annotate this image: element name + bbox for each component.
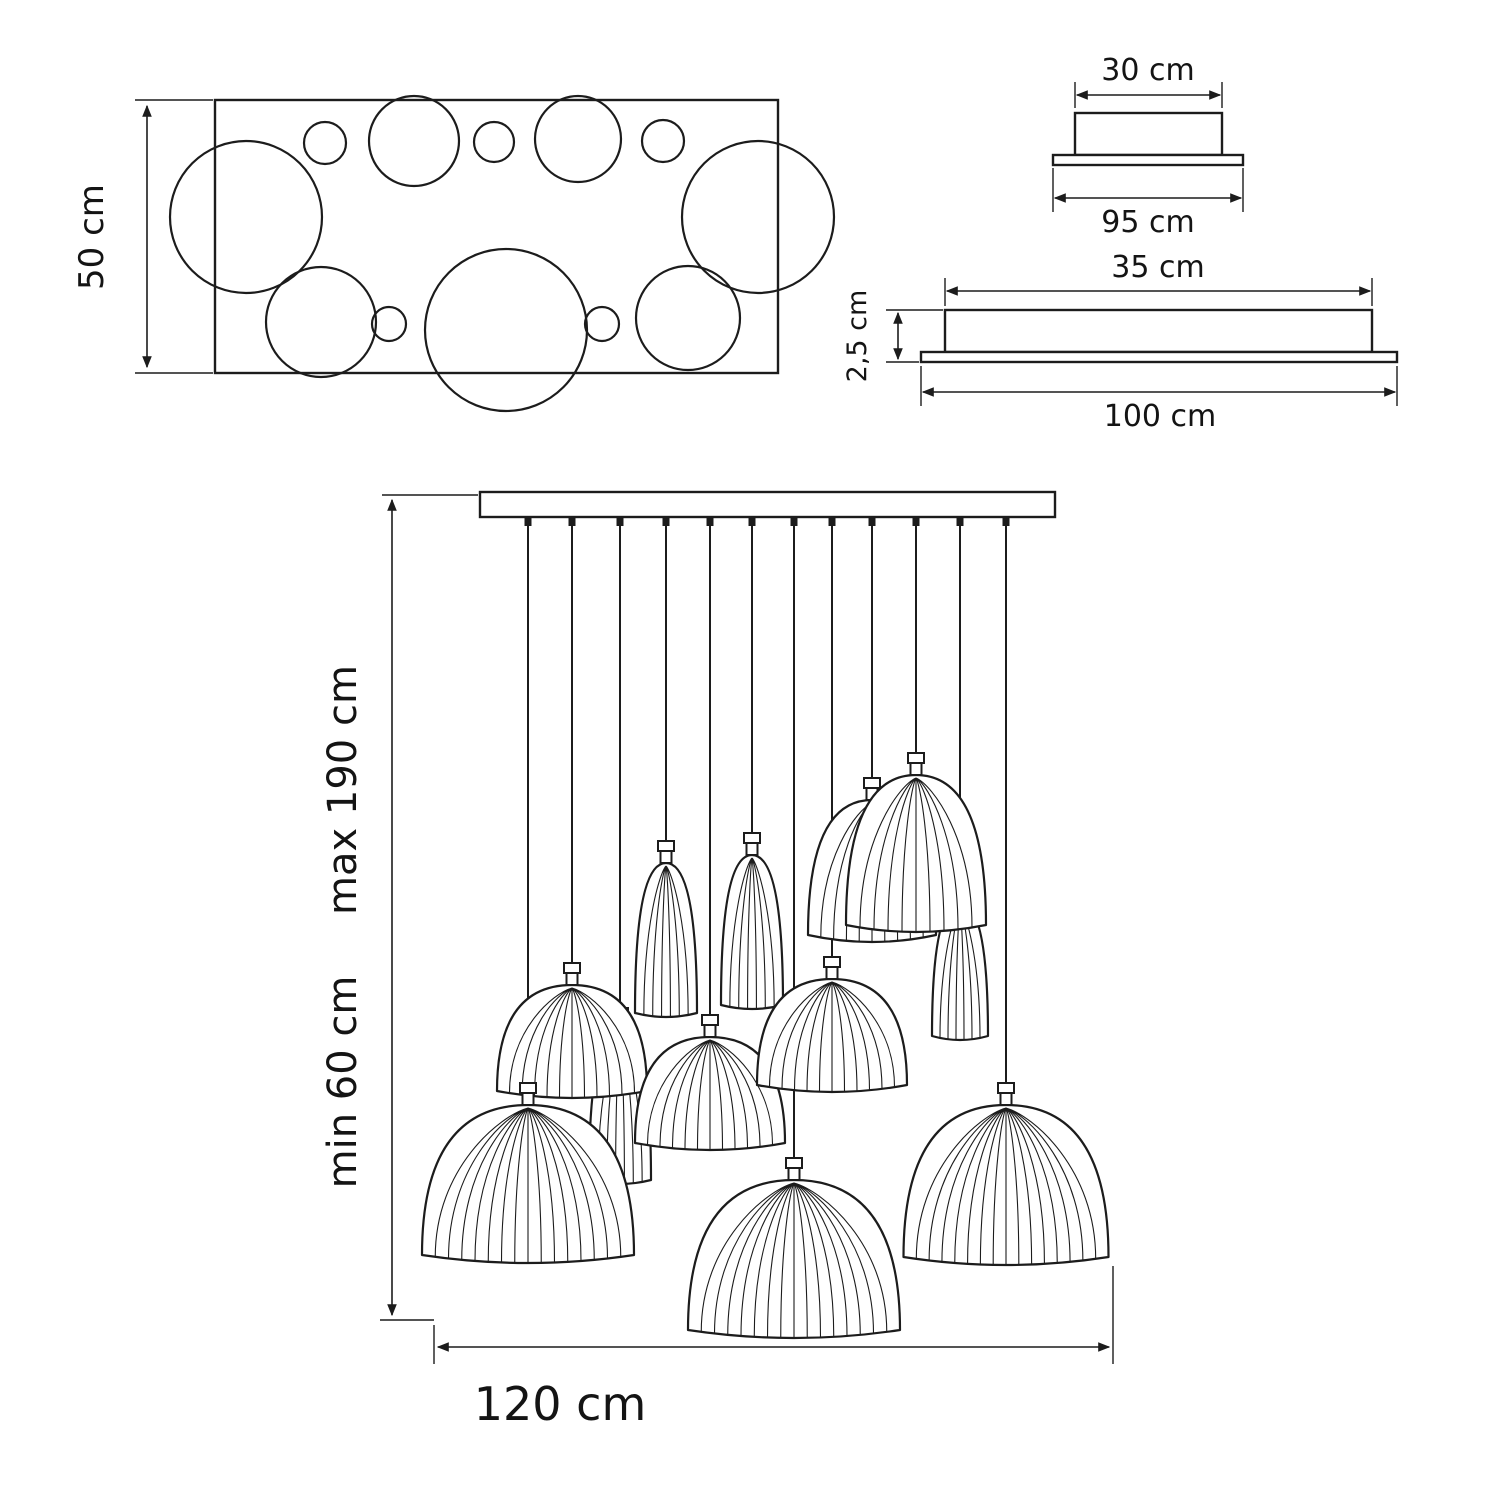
shade-ribs — [859, 777, 973, 932]
canopy-body — [1073, 111, 1224, 157]
cord-attachment — [524, 517, 532, 526]
cord-attachment — [790, 517, 798, 526]
shade-socket — [997, 1082, 1015, 1094]
shade-socket — [907, 752, 925, 764]
canopy-plan-view — [168, 94, 836, 413]
canopy-large-profile-view — [919, 308, 1399, 364]
shade-socket-neck — [999, 1092, 1013, 1106]
cord-attachment — [912, 517, 920, 526]
shade-socket-neck — [787, 1167, 801, 1181]
shade-ribs — [643, 865, 689, 1017]
decor-circle — [640, 118, 686, 164]
decor-circle — [370, 305, 408, 343]
cord-attachment — [1002, 517, 1010, 526]
shade-socket-neck — [745, 842, 759, 856]
pendant-shade — [902, 1082, 1110, 1267]
pendant-shade — [495, 962, 649, 1100]
shade-outline — [633, 861, 699, 1019]
shade-socket — [701, 1014, 719, 1026]
small-profile-top-label: 30 cm — [1101, 53, 1194, 88]
shade-socket — [863, 777, 881, 789]
cord-attachment — [828, 517, 836, 526]
shade-socket-neck — [909, 762, 923, 776]
cord-attachment — [956, 517, 964, 526]
small-profile-bottom-label: 95 cm — [1101, 205, 1194, 240]
shade-ribs — [915, 1107, 1097, 1265]
shade-ribs — [508, 987, 636, 1098]
decor-circle — [302, 120, 348, 166]
pendant-cluster — [420, 517, 1110, 1340]
large-profile-top-label: 35 cm — [1111, 250, 1204, 285]
pendant-shade — [686, 1157, 902, 1340]
cord-attachment — [568, 517, 576, 526]
large-profile-top-dimension: 35 cm — [944, 250, 1373, 306]
decor-circle — [168, 139, 324, 295]
shade-socket-neck — [659, 850, 673, 864]
shade-socket-neck — [825, 966, 839, 980]
canopy-body — [943, 308, 1374, 354]
cord-attachment — [868, 517, 876, 526]
large-profile-thickness-dimension: 2,5 cm — [842, 290, 943, 383]
pendant-shade — [844, 752, 988, 934]
shade-socket — [823, 956, 841, 968]
decor-circle — [680, 139, 836, 295]
pendant-shade — [755, 956, 909, 1094]
large-profile-bottom-label: 100 cm — [1104, 399, 1217, 434]
shade-ribs — [768, 981, 896, 1092]
shade-socket — [785, 1157, 803, 1169]
shade-ribs — [434, 1107, 622, 1263]
canopy-base-plate — [1051, 153, 1245, 167]
cord-attachment — [748, 517, 756, 526]
shade-outline — [719, 853, 785, 1011]
drop-min-label: min 60 cm — [320, 976, 366, 1189]
pendant-shade — [719, 832, 785, 1011]
decor-circle — [472, 120, 516, 164]
decorative-circles — [168, 94, 836, 413]
front-view-drop-dimension: max 190 cm min 60 cm — [320, 494, 478, 1321]
decor-circle — [583, 305, 621, 343]
shade-ribs — [729, 857, 775, 1009]
decor-circle — [533, 94, 623, 184]
width-label: 120 cm — [474, 1377, 647, 1431]
plan-height-dimension: 50 cm — [72, 99, 213, 374]
shade-socket-neck — [521, 1092, 535, 1106]
front-view-width-dimension: 120 cm — [433, 1266, 1114, 1431]
shade-socket — [657, 840, 675, 852]
cord-attachment — [662, 517, 670, 526]
cord-attachment — [616, 517, 624, 526]
small-profile-bottom-dimension: 95 cm — [1052, 168, 1244, 240]
decor-circle — [634, 264, 742, 372]
mounting-bar — [478, 490, 1057, 519]
shade-socket — [519, 1082, 537, 1094]
pendant-shade — [633, 840, 699, 1019]
drop-max-label: max 190 cm — [320, 665, 366, 915]
large-profile-bottom-dimension: 100 cm — [920, 366, 1398, 434]
shade-ribs — [700, 1182, 888, 1338]
cord-attachment — [706, 517, 714, 526]
canopy-small-profile-view — [1051, 111, 1245, 167]
plan-height-label: 50 cm — [72, 184, 112, 290]
pendant-shade — [633, 1014, 787, 1152]
shade-socket-neck — [565, 972, 579, 986]
front-view — [420, 490, 1110, 1340]
pendant-shade — [420, 1082, 636, 1265]
small-profile-top-dimension: 30 cm — [1074, 53, 1223, 108]
decor-circle — [264, 265, 378, 379]
large-profile-thickness-label: 2,5 cm — [842, 290, 873, 383]
canopy-base-plate — [919, 350, 1399, 364]
decor-circle — [367, 94, 461, 188]
canopy-plan-outline — [213, 98, 780, 375]
shade-socket — [743, 832, 761, 844]
shade-ribs — [646, 1039, 774, 1150]
shade-socket — [563, 962, 581, 974]
shade-socket-neck — [703, 1024, 717, 1038]
shade-ribs — [939, 905, 981, 1040]
